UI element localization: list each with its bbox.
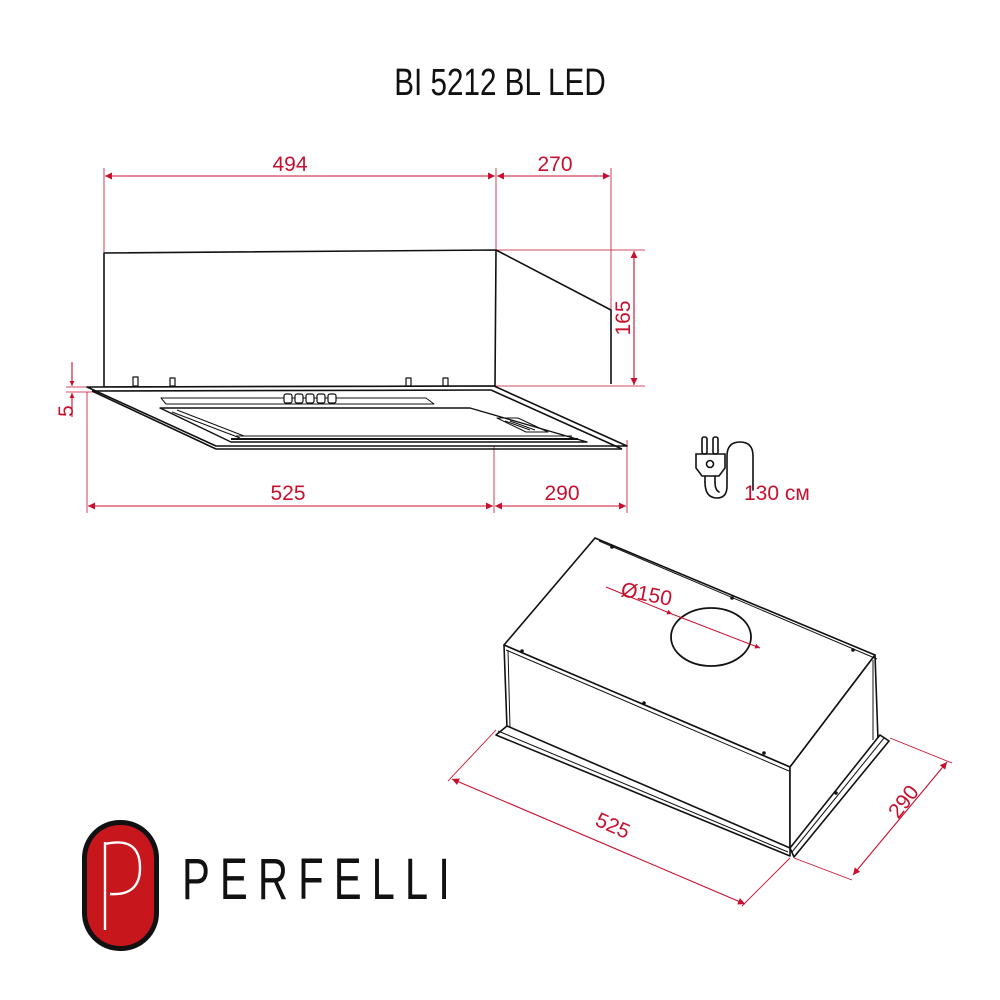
dim-top-depth: 270: [537, 153, 572, 176]
cord-length: 130 см: [744, 482, 810, 505]
dim-iso-length: 525: [592, 808, 633, 843]
screw-dots: [520, 545, 855, 795]
control-button: [305, 393, 315, 404]
hood-iso-outline: [495, 537, 890, 858]
iso-dimension-lines: [451, 761, 948, 905]
brand-name: PERFELLI: [182, 847, 460, 912]
dimension-lines: [69, 172, 638, 510]
front-view: 494 270 165 5 525 290: [55, 153, 645, 513]
dim-bottom-width: 525: [270, 482, 305, 505]
control-button: [283, 393, 293, 404]
isometric-view: Ø150 525 290: [447, 537, 953, 907]
dim-bottom-depth: 290: [544, 482, 579, 505]
duct-outlet: [670, 607, 752, 667]
control-button: [294, 393, 304, 404]
diameter-dimension: [605, 586, 761, 649]
dim-iso-depth: 290: [884, 781, 924, 823]
control-buttons: [283, 393, 337, 404]
plug-cord-icon: [695, 436, 754, 499]
dim-height: 165: [612, 300, 635, 335]
brand-logo: [82, 820, 159, 951]
control-button: [316, 393, 326, 404]
hood-front-outline: [86, 249, 628, 450]
control-button: [327, 393, 337, 404]
dim-top-width: 494: [272, 153, 307, 176]
logo-monogram: [103, 841, 142, 930]
dim-panel-thickness: 5: [55, 405, 78, 417]
iso-extension-lines: [447, 729, 953, 907]
model-title: BI 5212 BL LED: [394, 62, 606, 104]
